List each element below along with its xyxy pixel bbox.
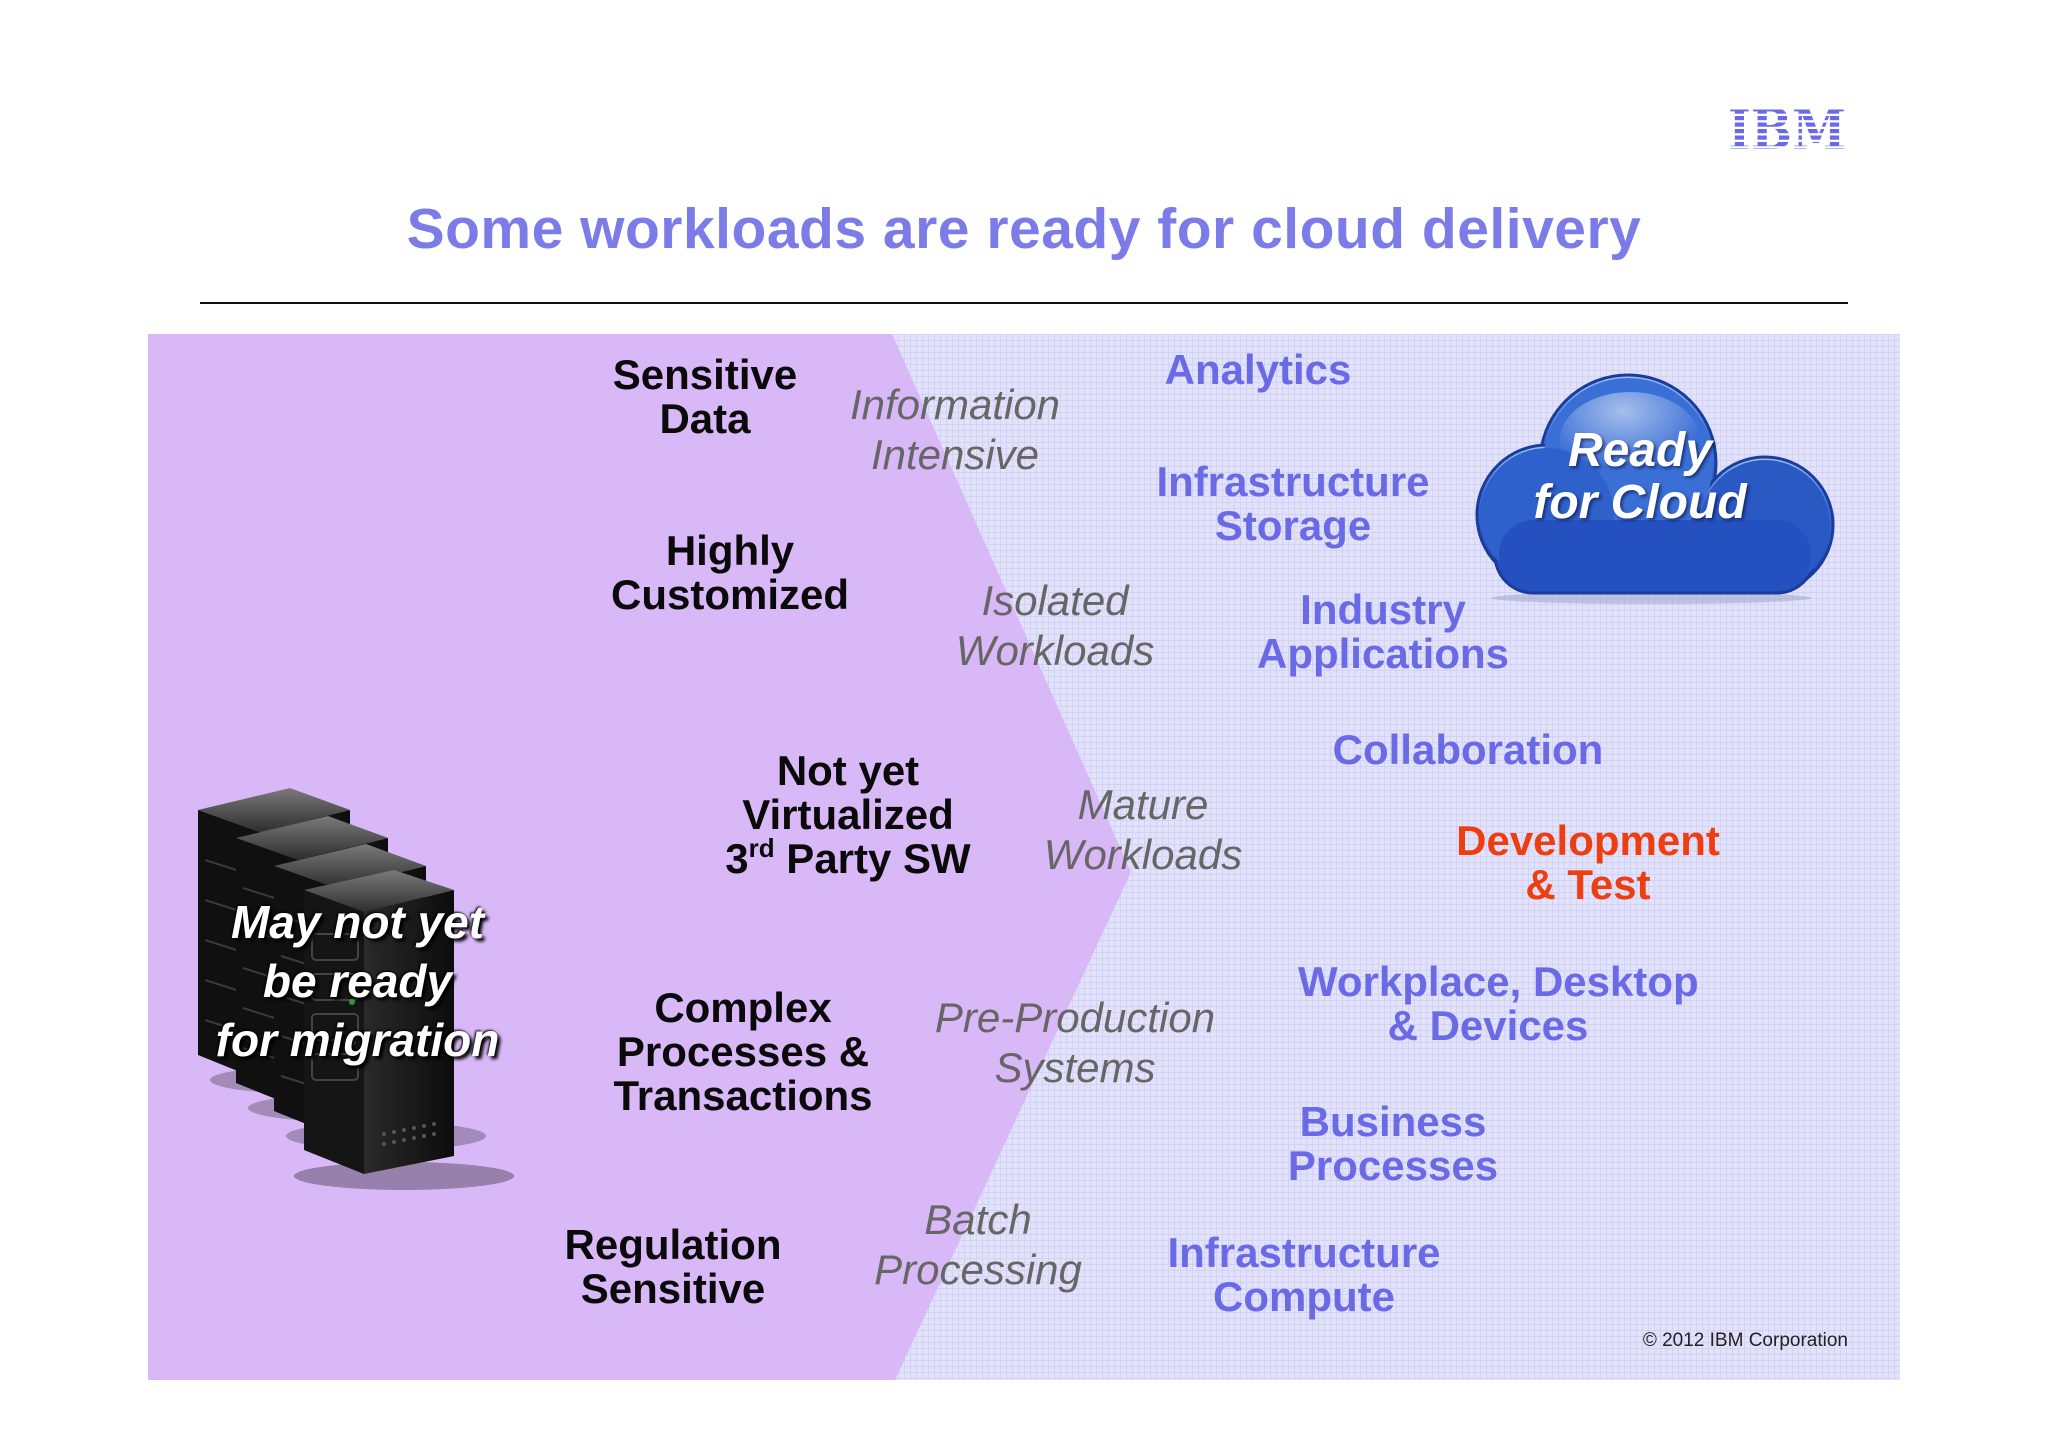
ibm-logo: IBM xyxy=(1728,103,1846,155)
ibm-logo-text: IBM xyxy=(1728,103,1846,155)
label-analytics: Analytics xyxy=(1164,346,1352,393)
title-divider xyxy=(200,302,1848,304)
cloud-icon xyxy=(1475,373,1835,604)
label-development-test: Development& Test xyxy=(1456,817,1720,909)
label-workplace-desktop-devices: Workplace, Desktop& Devices xyxy=(1298,958,1699,1050)
label-not-yet-virtualized: Not yet Virtualized 3rd Party SW xyxy=(725,747,971,883)
server-stack-icon xyxy=(198,788,514,1190)
copyright-notice: © 2012 IBM Corporation xyxy=(1642,1330,1848,1351)
slide-title: Some workloads are ready for cloud deliv… xyxy=(406,197,1642,261)
label-collaboration: Collaboration xyxy=(1332,726,1604,773)
